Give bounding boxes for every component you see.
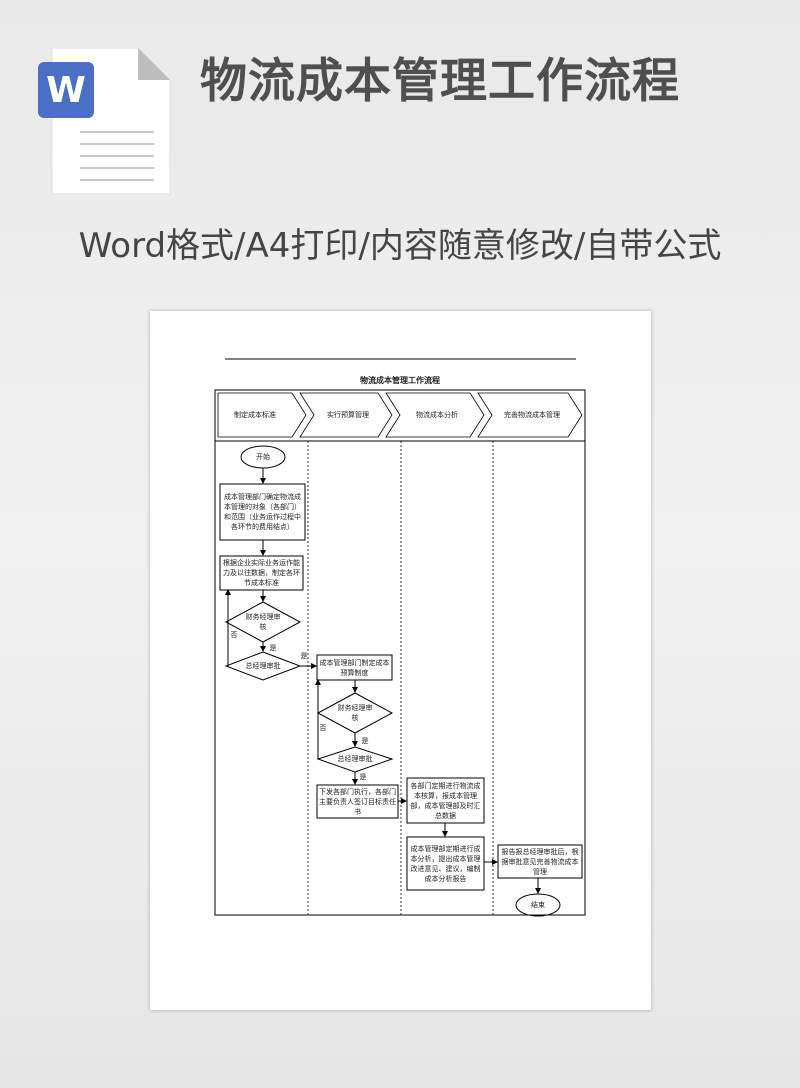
end-node: 结束 (531, 901, 545, 909)
label-yes-3: 是 (361, 737, 369, 745)
label-yes-1: 是 (269, 644, 277, 652)
flow-frame (214, 389, 586, 916)
step-distribute: 下发各部门执行，各部门主要负责人签订目标责任书 (319, 787, 396, 816)
phase-chevrons (217, 392, 583, 438)
phase-4: 完善物流成本管理 (504, 411, 560, 419)
step-cost-accounting: 各部门定期进行物流成本核算，报成本管理部，成本管理部及时汇总数据 (410, 781, 481, 820)
document-title: 物流成本管理工作流程 (360, 375, 440, 385)
decision-gm-approval-2: 总经理审批 (337, 755, 373, 763)
document-preview (150, 311, 651, 1010)
decision-finance-review-2: 财务经理审核 (337, 704, 373, 722)
decision-gm-approval-1: 总经理审批 (245, 662, 281, 670)
label-no-2: 否 (319, 724, 327, 732)
subtitle: Word格式/A4打印/内容随意修改/自带公式 (78, 226, 722, 266)
step-cost-analysis: 成本管理部定期进行成本分析，提出成本管理改进意见、建议，编制成本分析报告 (410, 844, 481, 883)
start-node: 开始 (256, 453, 270, 461)
word-logo: W (38, 62, 94, 118)
page-title: 物流成本管理工作流程 (200, 54, 680, 109)
step-define-scope: 成本管理部门确定物流成本管理的对象（各部门）和范围（业务运作过程中各环节的费用结… (224, 493, 301, 531)
step-budget-policy: 成本管理部门制定成本预算制度 (319, 658, 390, 677)
step-set-standards: 根据企业实际业务运作能力及以往数据，制定各环节成本标准 (223, 559, 300, 587)
label-yes-2: 是 (300, 652, 308, 660)
lane-dividers (307, 441, 494, 915)
label-no-1: 否 (230, 631, 238, 639)
phase-2: 实行预算管理 (327, 411, 369, 419)
step-improve: 报告报总经理审批后，根据审批意见完善物流成本管理 (501, 847, 579, 876)
decision-finance-review-1: 财务经理审核 (245, 613, 281, 631)
label-yes-4: 是 (359, 773, 367, 781)
phase-1: 制定成本标准 (234, 411, 276, 419)
phase-3: 物流成本分析 (416, 411, 458, 419)
